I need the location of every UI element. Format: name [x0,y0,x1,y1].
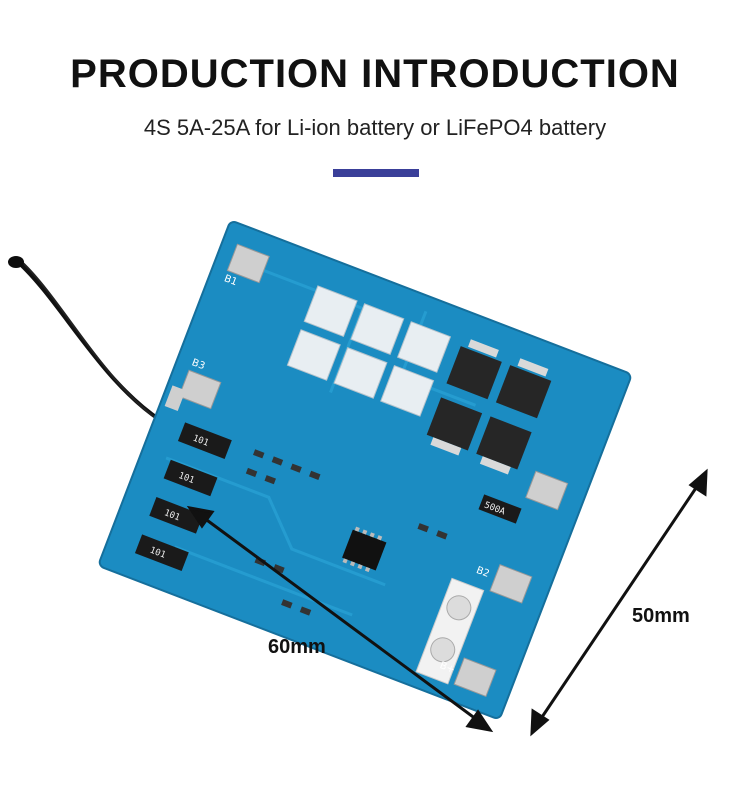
pad-label-b2: B2 [475,565,491,580]
pad-b2 [489,564,533,604]
height-dimension-label: 50mm [632,605,690,627]
pad-b3 [178,369,222,410]
mosfet [426,397,483,451]
width-dimension-arrow [186,505,494,733]
pad-b1 [226,243,270,284]
shunt-resistor [478,494,522,524]
width-dimension-label: 60mm [268,636,326,658]
pad-bplus [453,657,497,698]
pad-label-b1: B1 [222,273,238,288]
page-subtitle: 4S 5A-25A for Li-ion battery or LiFePO4 … [143,115,607,140]
resistor-bank: 101 101 101 101 [134,422,232,571]
page-title: PRODUCTION INTRODUCTION [70,52,680,96]
ic-chip [342,529,387,571]
height-dimension-arrow [530,468,708,737]
mosfet [495,365,552,419]
pcb-board: 101 101 101 101 500A [98,220,632,720]
pad-label-bplus: B+ [438,660,456,676]
mosfet [476,416,532,470]
pad-label-b3: B3 [190,357,206,372]
accent-bar [333,169,419,177]
thermistor-head [8,256,24,268]
pad-bminus [525,470,569,511]
mosfet [446,346,502,400]
